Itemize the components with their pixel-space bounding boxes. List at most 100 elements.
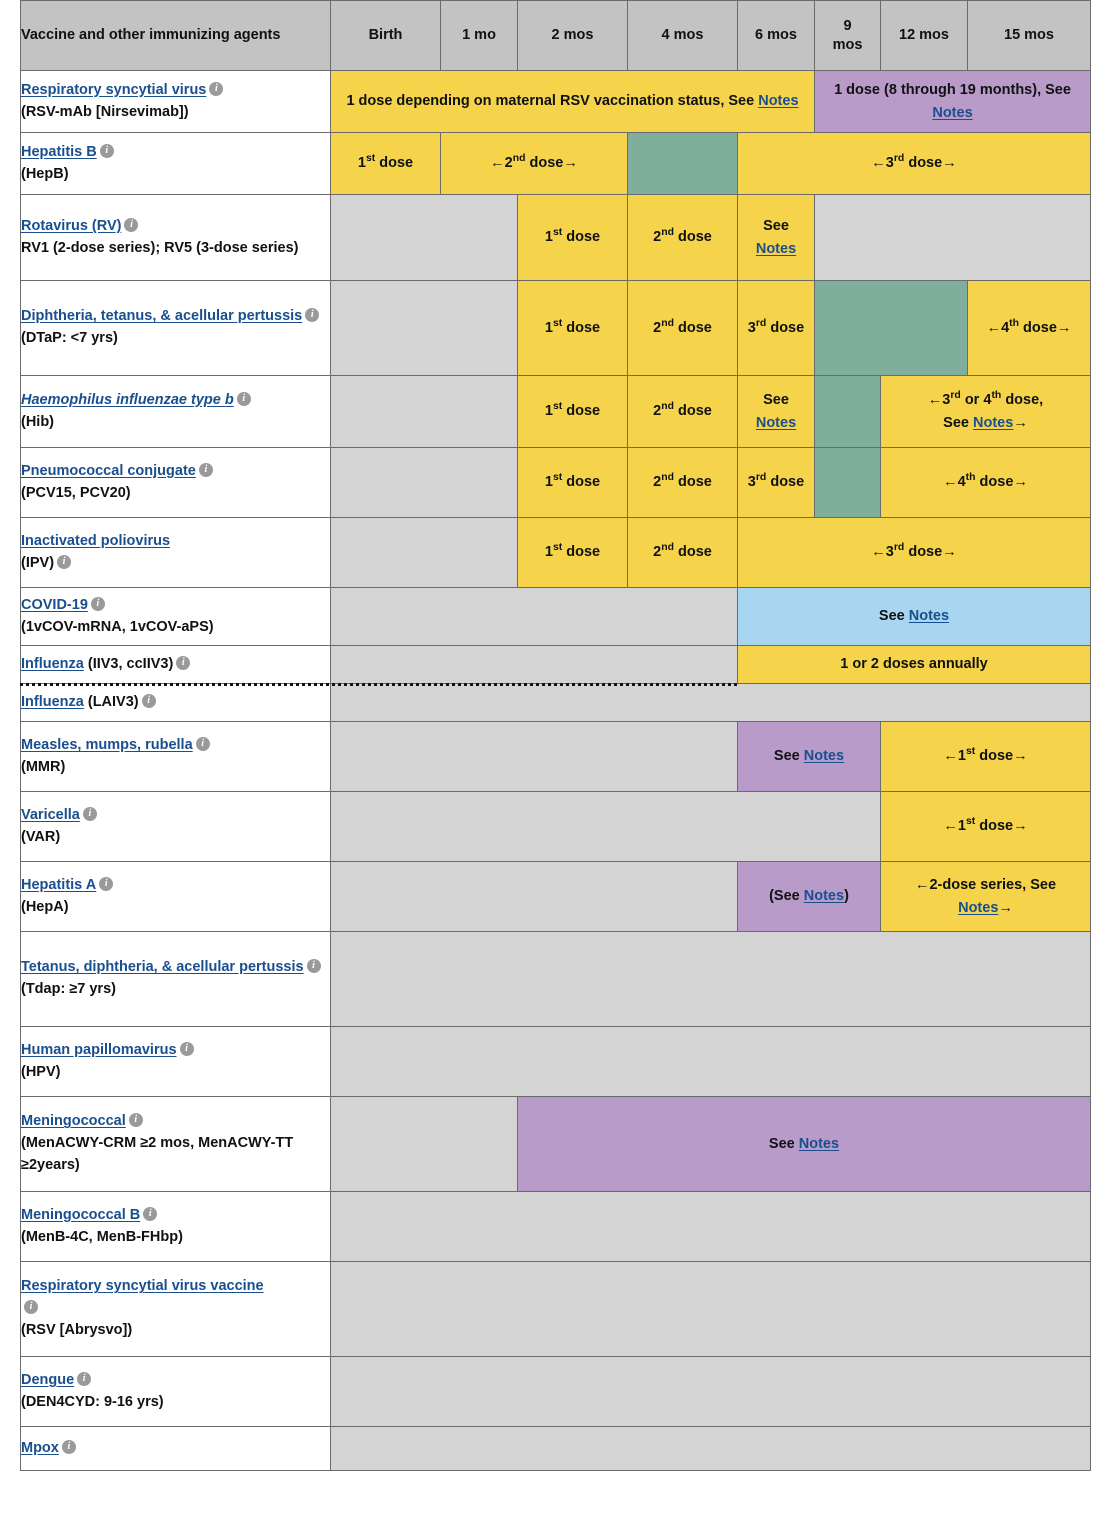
info-icon[interactable] [77, 1371, 92, 1386]
info-icon[interactable] [198, 462, 213, 477]
notes-link[interactable]: Notes [798, 1135, 840, 1152]
vaccine-link[interactable]: Meningococcal B [21, 1206, 141, 1223]
influenza-row-dotted-separator [20, 682, 737, 686]
header-age-6mos: 6 mos [737, 0, 815, 71]
cell-rsv-vaccine-all [330, 1261, 1091, 1357]
cell-dtap-birth-1mo [330, 280, 518, 376]
vaccine-subtitle: (MenACWY-CRM ≥2 mos, MenACWY-TT ≥2years) [21, 1135, 294, 1173]
vaccine-link[interactable]: Hepatitis A [21, 876, 97, 893]
dose-word: dose [562, 229, 601, 246]
vaccine-name-covid19: COVID-19 (1vCOV-mRNA, 1vCOV-aPS) [20, 587, 331, 646]
dose-ordinal: th [1009, 317, 1020, 329]
vaccine-link[interactable]: Respiratory syncytial virus vaccine [21, 1278, 264, 1295]
dose-word: dose [766, 319, 805, 336]
vaccine-link[interactable]: Human papillomavirus [21, 1041, 177, 1058]
vaccine-link[interactable]: Meningococcal [21, 1113, 126, 1130]
vaccine-link[interactable]: Respiratory syncytial virus [21, 81, 207, 98]
info-icon[interactable] [179, 1041, 194, 1056]
dose-number: 1 [544, 474, 553, 491]
cell-hib-9mos [814, 375, 881, 448]
cell-rsv-mab-9-15mos: 1 dose (8 through 19 months), See Notes [814, 70, 1091, 133]
vaccine-subtitle: RV1 (2-dose series); RV5 (3-dose series) [21, 239, 299, 256]
cell-hepb-birth: 1st dose [330, 132, 441, 195]
notes-link[interactable]: Notes [958, 899, 999, 916]
cell-pcv-2mos: 1st dose [517, 447, 628, 518]
vaccine-name-influenza-iiv3: Influenza (IIV3, ccIIV3) [20, 645, 331, 684]
info-icon[interactable] [236, 391, 251, 406]
vaccine-link[interactable]: Haemophilus influenzae type b [21, 391, 234, 408]
cell-covid-birth-4mos [330, 587, 738, 646]
cell-covid-6-15mos: See Notes [737, 587, 1091, 646]
info-icon[interactable] [143, 1206, 158, 1221]
cell-hib-4mos: 2nd dose [627, 375, 738, 448]
dose-number: 2 [504, 155, 513, 172]
dose-number: 1 [957, 818, 966, 835]
vaccine-link[interactable]: Rotavirus (RV) [21, 217, 122, 234]
info-icon[interactable] [99, 143, 114, 158]
dose-number: 4 [957, 474, 966, 491]
info-icon[interactable] [61, 1439, 76, 1454]
info-icon[interactable] [57, 554, 72, 569]
info-icon[interactable] [24, 1299, 38, 1315]
dose-ordinal: st [552, 401, 563, 413]
dose-ordinal: rd [893, 153, 905, 165]
vaccine-link[interactable]: Hepatitis B [21, 143, 97, 160]
dose-ordinal: th [965, 472, 976, 484]
cell-dengue-all [330, 1356, 1091, 1427]
notes-link[interactable]: Notes [932, 104, 973, 121]
notes-link[interactable]: Notes [803, 748, 845, 765]
info-icon[interactable] [195, 736, 210, 751]
vaccine-link[interactable]: Varicella [21, 806, 80, 823]
notes-link[interactable]: Notes [973, 414, 1014, 431]
vaccine-link[interactable]: Mpox [21, 1439, 59, 1456]
dose-word: dose [975, 818, 1014, 835]
vaccine-name-ipv: Inactivated poliovirus (IPV) [20, 517, 331, 588]
cell-hepa-12-15mos: ←2-dose series, See Notes→ [880, 861, 1091, 932]
arrow-left: ← [943, 748, 958, 765]
arrow-left: ← [490, 155, 505, 172]
header-age-12mos: 12 mos [880, 0, 968, 71]
cell-text: See [943, 414, 974, 431]
dose-word: dose [525, 155, 564, 172]
cell-text: See [773, 748, 804, 765]
dose-number: 2 [653, 474, 662, 491]
vaccine-name-menb: Meningococcal B (MenB-4C, MenB-FHbp) [20, 1191, 331, 1262]
vaccine-name-hib: Haemophilus influenzae type b (Hib) [20, 375, 331, 448]
vaccine-link[interactable]: Tetanus, diphtheria, & acellular pertuss… [21, 959, 304, 976]
arrow-right: → [998, 899, 1013, 916]
cell-dtap-4mos: 2nd dose [627, 280, 738, 376]
table-row: Hepatitis B (HepB) 1st dose ←2nd dose→ ←… [20, 132, 1091, 195]
info-icon[interactable] [305, 307, 320, 323]
vaccine-subtitle: (RSV-mAb [Nirsevimab]) [21, 103, 189, 120]
cell-text: See [878, 608, 909, 625]
notes-link[interactable]: Notes [758, 93, 799, 110]
cell-menacwy-birth-1mo [330, 1096, 518, 1192]
info-icon[interactable] [82, 806, 97, 821]
arrow-right: → [942, 155, 957, 172]
info-icon[interactable] [124, 217, 139, 232]
vaccine-link[interactable]: Pneumococcal conjugate [21, 462, 196, 479]
cell-mpox-all [330, 1426, 1091, 1471]
info-icon[interactable] [128, 1112, 143, 1128]
vaccine-link[interactable]: Measles, mumps, rubella [21, 736, 193, 753]
info-icon[interactable] [209, 81, 224, 96]
vaccine-name-rotavirus: Rotavirus (RV) RV1 (2-dose series); RV5 … [20, 194, 331, 281]
notes-link[interactable]: Notes [908, 608, 950, 625]
cell-hib-6mos: See Notes [737, 375, 815, 448]
info-icon[interactable] [90, 596, 105, 611]
vaccine-link[interactable]: COVID-19 [21, 596, 88, 613]
vaccine-link[interactable]: Influenza [21, 693, 84, 710]
notes-link[interactable]: Notes [755, 240, 797, 257]
vaccine-link[interactable]: Influenza [21, 655, 84, 672]
vaccine-link[interactable]: Inactivated poliovirus [21, 532, 171, 549]
dose-ordinal: st [365, 153, 376, 165]
notes-link[interactable]: Notes [755, 414, 797, 431]
cell-hepb-1-2mos: ←2nd dose→ [440, 132, 628, 195]
notes-link[interactable]: Notes [803, 888, 845, 905]
info-icon[interactable] [99, 876, 114, 891]
info-icon[interactable] [141, 693, 156, 708]
info-icon[interactable] [306, 958, 321, 974]
info-icon[interactable] [176, 655, 191, 670]
vaccine-link[interactable]: Diphtheria, tetanus, & acellular pertuss… [21, 308, 303, 325]
vaccine-link[interactable]: Dengue [21, 1371, 75, 1388]
